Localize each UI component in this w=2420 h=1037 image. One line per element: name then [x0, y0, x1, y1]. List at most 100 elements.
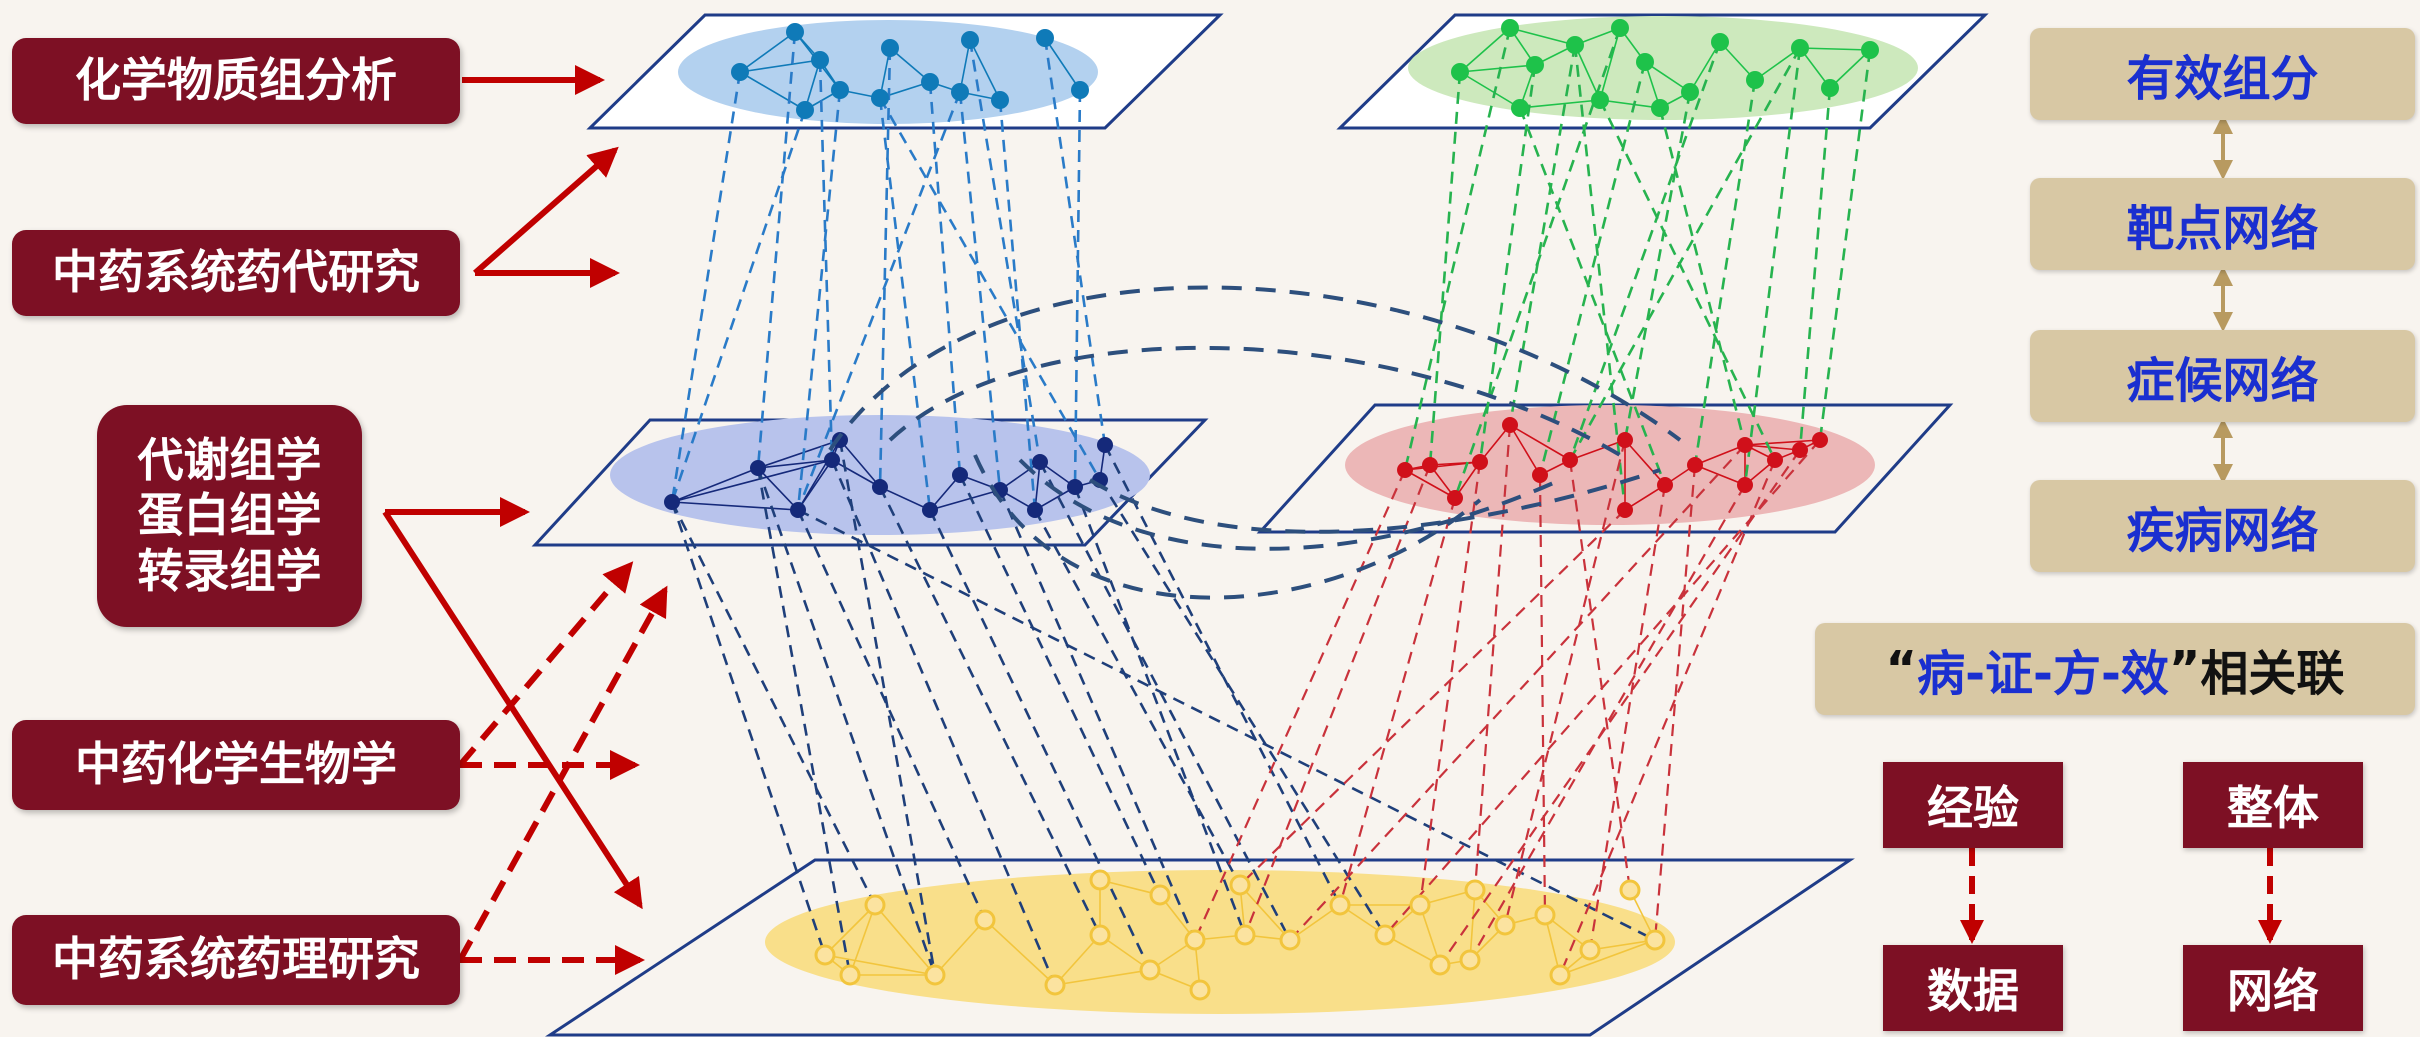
- yellow-network-node: [1619, 879, 1641, 901]
- inter-layer-link: [796, 89, 842, 511]
- intra-cluster-edge: [984, 919, 1056, 986]
- inter-layer-link: [1558, 459, 1777, 976]
- cluster-green-ellipse: [1408, 16, 1918, 120]
- intra-cluster-edge: [934, 919, 986, 976]
- blue-network-node: [1071, 81, 1089, 99]
- yellow-network-node: [1429, 954, 1451, 976]
- inter-layer-link: [670, 501, 877, 906]
- association-close-quote: ”: [2168, 641, 2201, 697]
- intra-cluster-edge: [739, 59, 821, 73]
- chain-target-network: 靶点网络: [2030, 178, 2415, 270]
- yellow-network-node: [1329, 894, 1351, 916]
- inter-layer-link: [756, 467, 852, 976]
- chain-effective-components: 有效组分: [2030, 28, 2415, 120]
- inter-layer-link: [958, 474, 1162, 896]
- yellow-network-node: [1644, 929, 1666, 951]
- inter-layer-link: [878, 97, 932, 511]
- navy-network-node: [1032, 454, 1048, 470]
- yellow-network-node: [1279, 929, 1301, 951]
- intra-cluster-edge: [1459, 27, 1511, 73]
- intra-cluster-edge: [1519, 99, 1601, 109]
- red-network-node: [1532, 467, 1548, 483]
- intra-cluster-edge: [824, 954, 936, 976]
- green-network-node: [1511, 99, 1529, 117]
- intra-cluster-edge: [757, 459, 833, 469]
- yellow-network-node: [1229, 874, 1251, 896]
- blue-network-node: [921, 73, 939, 91]
- navy-network-node: [872, 479, 888, 495]
- chemical-biology-label: 中药化学生物学: [12, 720, 460, 810]
- intra-cluster-edge: [1054, 969, 1151, 986]
- yellow-network-node: [1459, 949, 1481, 971]
- intra-cluster-edge: [1404, 469, 1456, 499]
- intra-cluster-edge: [1644, 61, 1691, 93]
- inter-layer-link: [756, 467, 937, 976]
- inter-layer-link: [1478, 64, 1537, 463]
- intra-cluster-edge: [1559, 939, 1656, 976]
- yellow-network-node: [1184, 929, 1206, 951]
- inter-layer-link: [1073, 89, 1082, 488]
- inter-layer-link: [928, 81, 962, 476]
- blue-network-node: [811, 51, 829, 69]
- inter-layer-link: [998, 99, 1037, 511]
- intra-cluster-edge: [1624, 439, 1666, 486]
- inter-layer-link: [1384, 439, 1821, 936]
- blue-network-node: [881, 39, 899, 57]
- yellow-network-node: [1534, 904, 1556, 926]
- red-network-node: [1502, 417, 1518, 433]
- inter-layer-link: [1428, 71, 1462, 466]
- intra-cluster-edge: [671, 459, 833, 503]
- blue-network-node: [1036, 29, 1054, 47]
- red-network-node: [1737, 437, 1753, 453]
- inter-layer-link: [1573, 44, 1627, 511]
- inter-layer-link: [1473, 424, 1512, 891]
- intra-cluster-edge: [1044, 37, 1081, 91]
- navy-network-node: [1067, 479, 1083, 495]
- cross-layer-arcs: [828, 285, 1682, 600]
- inter-layer-link: [1658, 107, 1747, 446]
- red-network-node: [1562, 452, 1578, 468]
- network-box: 网络: [2183, 945, 2363, 1031]
- omics-proteomics: 蛋白组学: [137, 488, 322, 543]
- intra-cluster-edge: [1419, 904, 1441, 966]
- yellow-network-node: [1464, 879, 1486, 901]
- yellow-network-node: [924, 964, 946, 986]
- navy-network-node: [1097, 437, 1113, 453]
- intra-cluster-edge: [874, 904, 936, 976]
- intra-cluster-edge: [999, 461, 1041, 491]
- green-network-node: [1611, 19, 1629, 37]
- inter-layer-link: [1289, 444, 1746, 941]
- intra-cluster-edge: [757, 439, 841, 469]
- inter-layer-link: [1098, 479, 1387, 936]
- blue-network-node: [731, 63, 749, 81]
- inter-layer-link: [796, 509, 987, 921]
- green-network-node: [1526, 56, 1544, 74]
- intra-cluster-edge: [1429, 461, 1481, 466]
- inter-layer-link: [1043, 37, 1107, 446]
- intra-cluster-edge: [1034, 461, 1041, 511]
- inter-layer-link: [1033, 509, 1242, 886]
- yellow-network-node: [1149, 884, 1171, 906]
- intra-cluster-edge: [757, 467, 799, 511]
- inter-layer-link: [1503, 439, 1627, 926]
- inter-layer-link: [968, 39, 1042, 463]
- inter-layer-link: [1038, 461, 1292, 941]
- intra-cluster-edge: [671, 501, 799, 511]
- association-suffix: 相关联: [2200, 646, 2345, 702]
- intra-cluster-edge: [1054, 934, 1101, 986]
- inter-layer-link: [1568, 41, 1722, 461]
- inter-layer-link: [958, 91, 1002, 491]
- systems-pharmacokinetics-label: 中药系统药代研究: [12, 230, 460, 316]
- whole-box: 整体: [2183, 762, 2363, 848]
- inter-layer-link: [1193, 469, 1407, 941]
- navy-network-node: [1027, 502, 1043, 518]
- inter-layer-link: [1453, 27, 1622, 499]
- green-network-node: [1591, 91, 1609, 109]
- yellow-network-node: [1139, 959, 1161, 981]
- inter-layer-link: [670, 71, 742, 503]
- yellow-network-node: [1089, 924, 1111, 946]
- yellow-network-node: [1374, 924, 1396, 946]
- association-open-quote: “: [1885, 641, 1918, 697]
- blue-network-node: [831, 81, 849, 99]
